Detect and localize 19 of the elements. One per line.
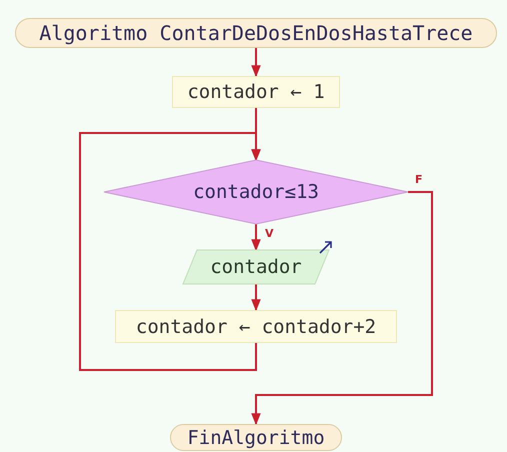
output-parallelogram bbox=[183, 250, 329, 284]
node-text: FinAlgoritmo bbox=[187, 426, 325, 448]
process-box bbox=[115, 310, 397, 343]
node-text: contador bbox=[210, 256, 302, 278]
arrow bbox=[251, 284, 261, 312]
edge-label: F bbox=[414, 174, 424, 186]
arrow bbox=[251, 48, 261, 78]
node-text: contador ← 1 bbox=[187, 81, 325, 103]
arrow bbox=[251, 191, 433, 426]
edge-label: V bbox=[264, 228, 275, 240]
node-text: contador ← contador+2 bbox=[136, 316, 376, 338]
node-text: Algoritmo ContarDeDosEnDosHastaTrece bbox=[39, 21, 473, 45]
arrow bbox=[251, 224, 261, 252]
decision-diamond bbox=[104, 160, 408, 224]
node-text: contador≤13 bbox=[193, 181, 319, 203]
terminal-box bbox=[15, 18, 497, 48]
terminal-box bbox=[170, 424, 342, 451]
arrow bbox=[79, 132, 261, 371]
process-box bbox=[172, 76, 340, 108]
